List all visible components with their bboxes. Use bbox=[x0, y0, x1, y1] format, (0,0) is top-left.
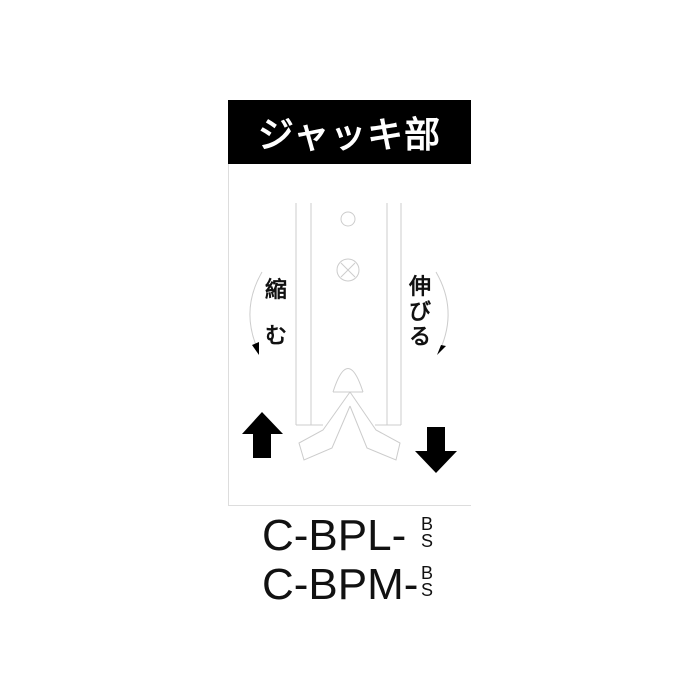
shrink-arc bbox=[249, 271, 263, 351]
model-2-variant-s: S bbox=[420, 580, 433, 600]
label-extend-2: び bbox=[408, 300, 431, 325]
label-shrink-1: 縮 bbox=[264, 278, 287, 303]
model-1-variant-s: S bbox=[420, 531, 433, 551]
model-1: C-BPL- bbox=[262, 511, 407, 560]
model-1-variant-b: B bbox=[420, 514, 433, 534]
extend-arrowhead-icon bbox=[437, 345, 446, 355]
cross-hole-icon bbox=[336, 258, 360, 282]
arrow-down-icon bbox=[415, 427, 457, 473]
model-2-variant-b: B bbox=[420, 563, 433, 583]
jack-leg-left bbox=[298, 391, 351, 461]
label-extend-1: 伸 bbox=[408, 275, 431, 300]
label-shrink-2: む bbox=[264, 324, 287, 349]
label-extend-3: る bbox=[408, 325, 431, 350]
diagram-panel bbox=[228, 164, 471, 506]
arrow-up-icon bbox=[242, 412, 283, 458]
hole-icon bbox=[340, 211, 356, 227]
extend-arc bbox=[435, 271, 449, 351]
jack-head bbox=[332, 368, 364, 393]
section-title: ジャッキ部 bbox=[228, 100, 471, 164]
shrink-arrowhead-icon bbox=[252, 342, 259, 355]
jack-leg-right bbox=[349, 391, 401, 461]
model-2: C-BPM- bbox=[262, 560, 419, 609]
